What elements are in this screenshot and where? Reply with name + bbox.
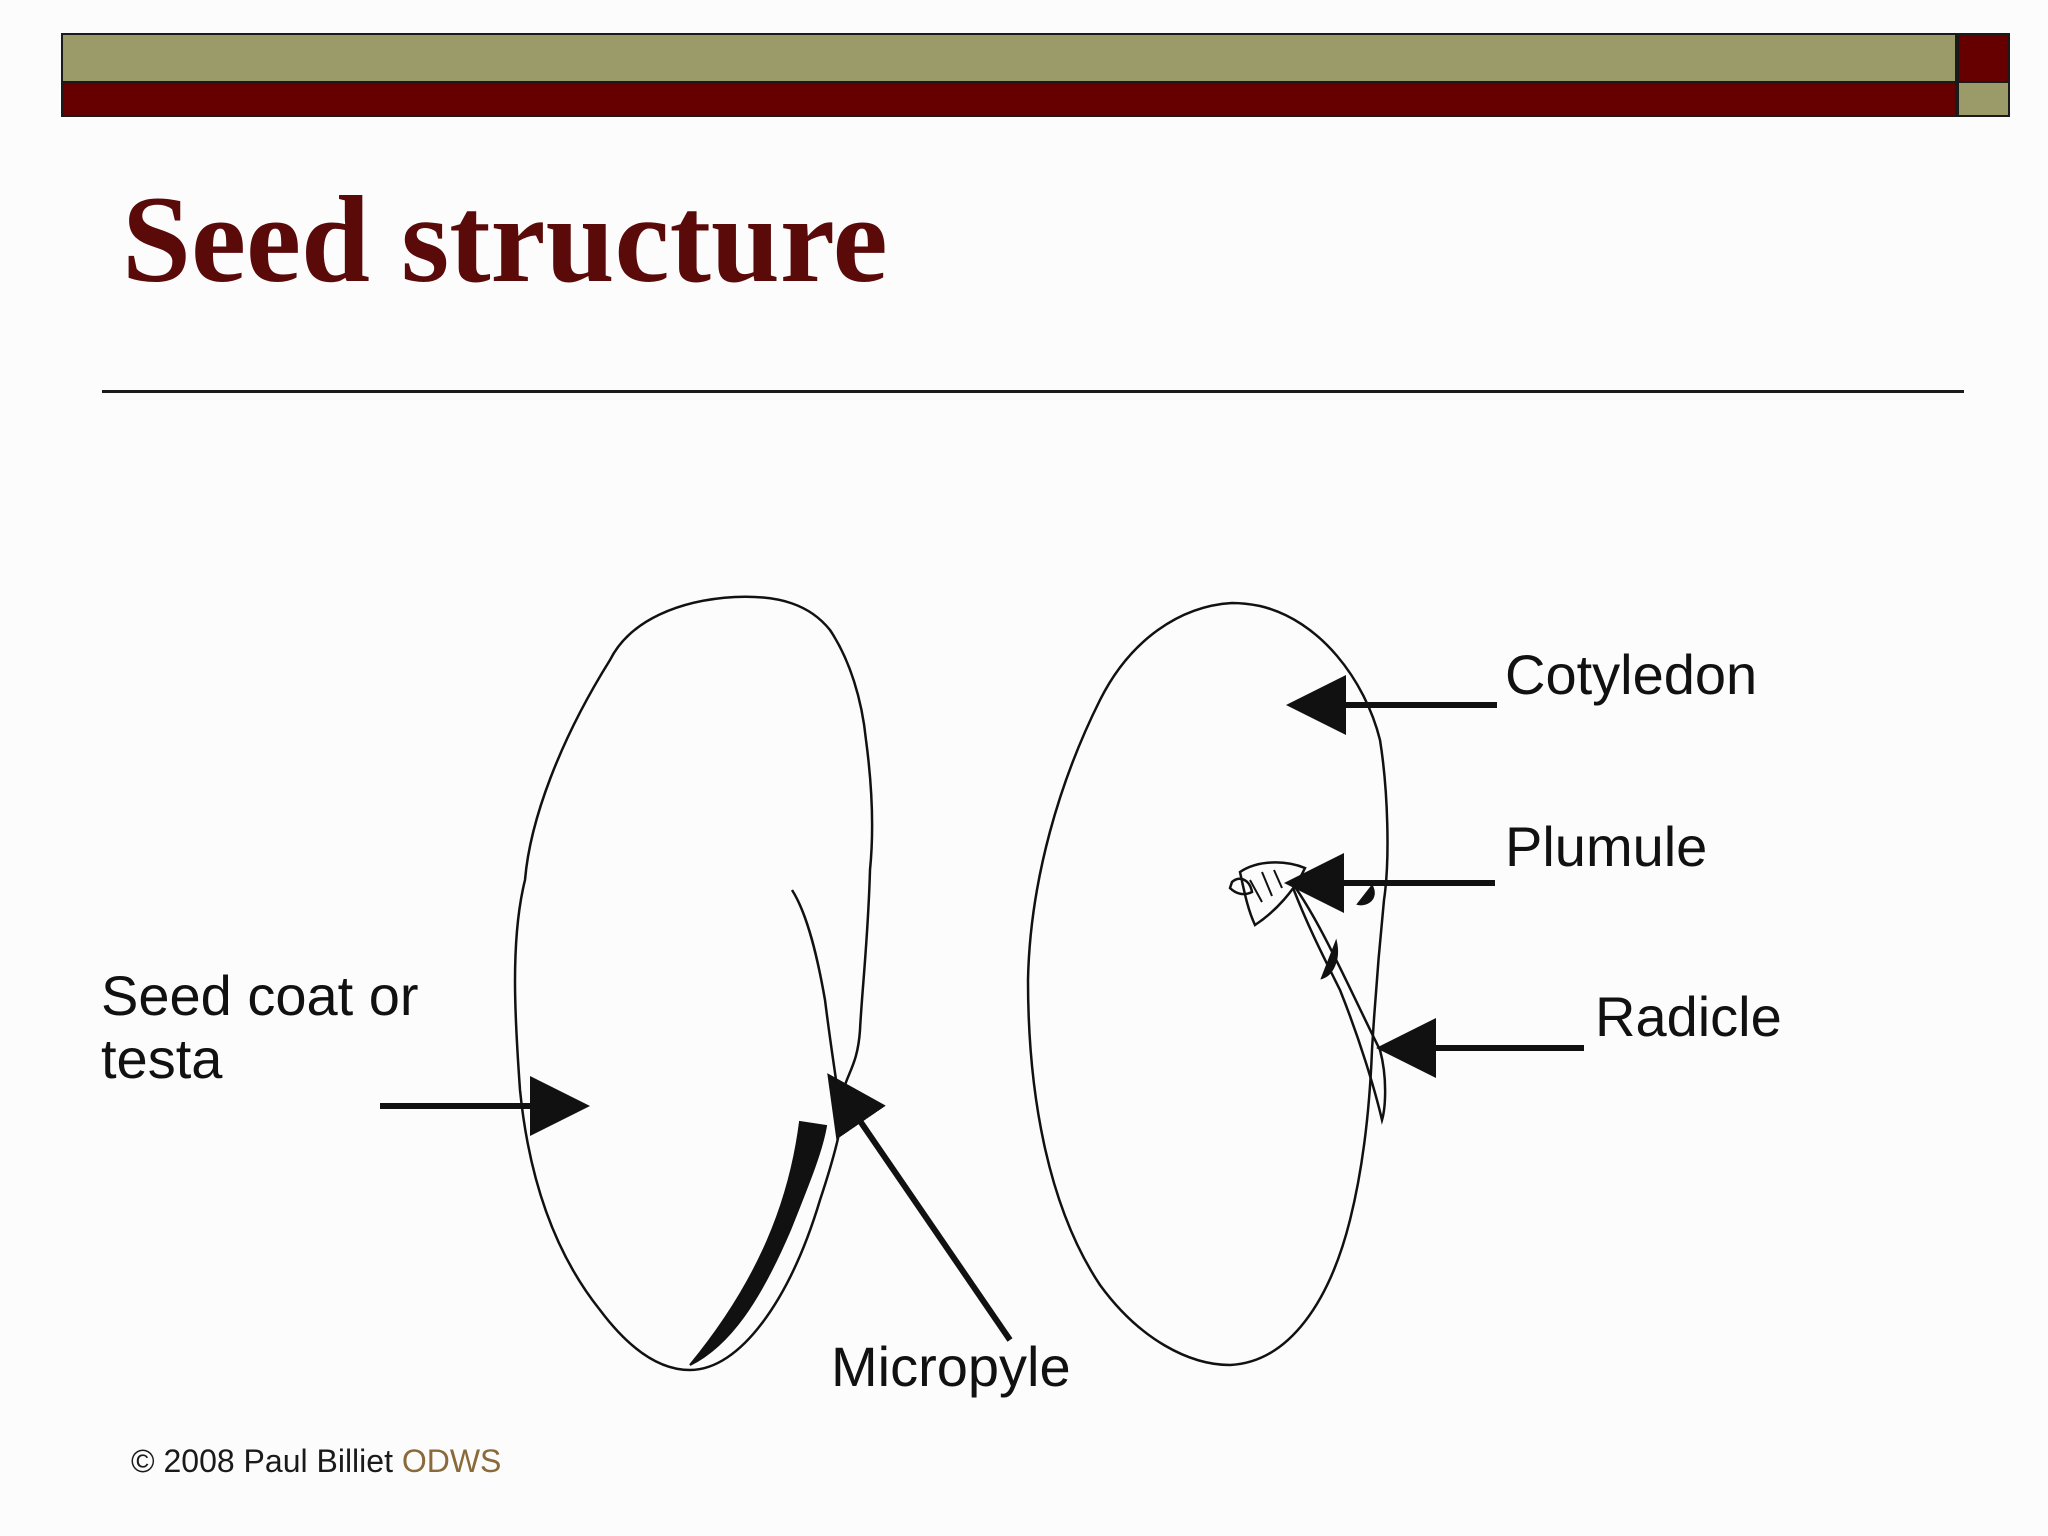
radicle-shape — [1288, 879, 1387, 1125]
title-divider — [102, 390, 1964, 393]
left-seed-outline — [513, 595, 874, 1372]
header-maroon-square — [1957, 33, 2010, 83]
header-olive-stripe — [61, 33, 1957, 83]
label-seed-coat: Seed coat or testa — [101, 964, 461, 1091]
label-seed-coat-line2: testa — [101, 1027, 223, 1091]
label-micropyle: Micropyle — [831, 1335, 1071, 1398]
header-olive-square — [1957, 83, 2010, 117]
header-maroon-stripe — [61, 83, 1957, 117]
footer-copyright-text: © 2008 Paul Billiet — [131, 1443, 393, 1479]
label-plumule: Plumule — [1505, 815, 1708, 878]
footer-copyright: © 2008 Paul Billiet ODWS — [131, 1443, 501, 1480]
right-seed-outline — [1026, 601, 1389, 1367]
label-radicle: Radicle — [1595, 985, 1782, 1048]
left-seed — [513, 595, 874, 1372]
slide-title: Seed structure — [122, 171, 888, 308]
footer-brand: ODWS — [401, 1443, 502, 1479]
plumule-veins — [1249, 869, 1283, 903]
hilum-scar — [689, 1120, 828, 1366]
arrow-micropyle — [827, 1073, 1013, 1342]
header-decoration-bar — [61, 33, 2010, 117]
right-seed — [1026, 601, 1389, 1367]
hilum-line — [790, 889, 838, 1081]
plumule-stub-a — [1356, 884, 1375, 906]
label-seed-coat-line1: Seed coat or — [101, 964, 419, 1027]
plumule-leaves — [1228, 861, 1307, 927]
label-cotyledon: Cotyledon — [1505, 643, 1758, 706]
plumule-stub-b — [1320, 938, 1338, 980]
